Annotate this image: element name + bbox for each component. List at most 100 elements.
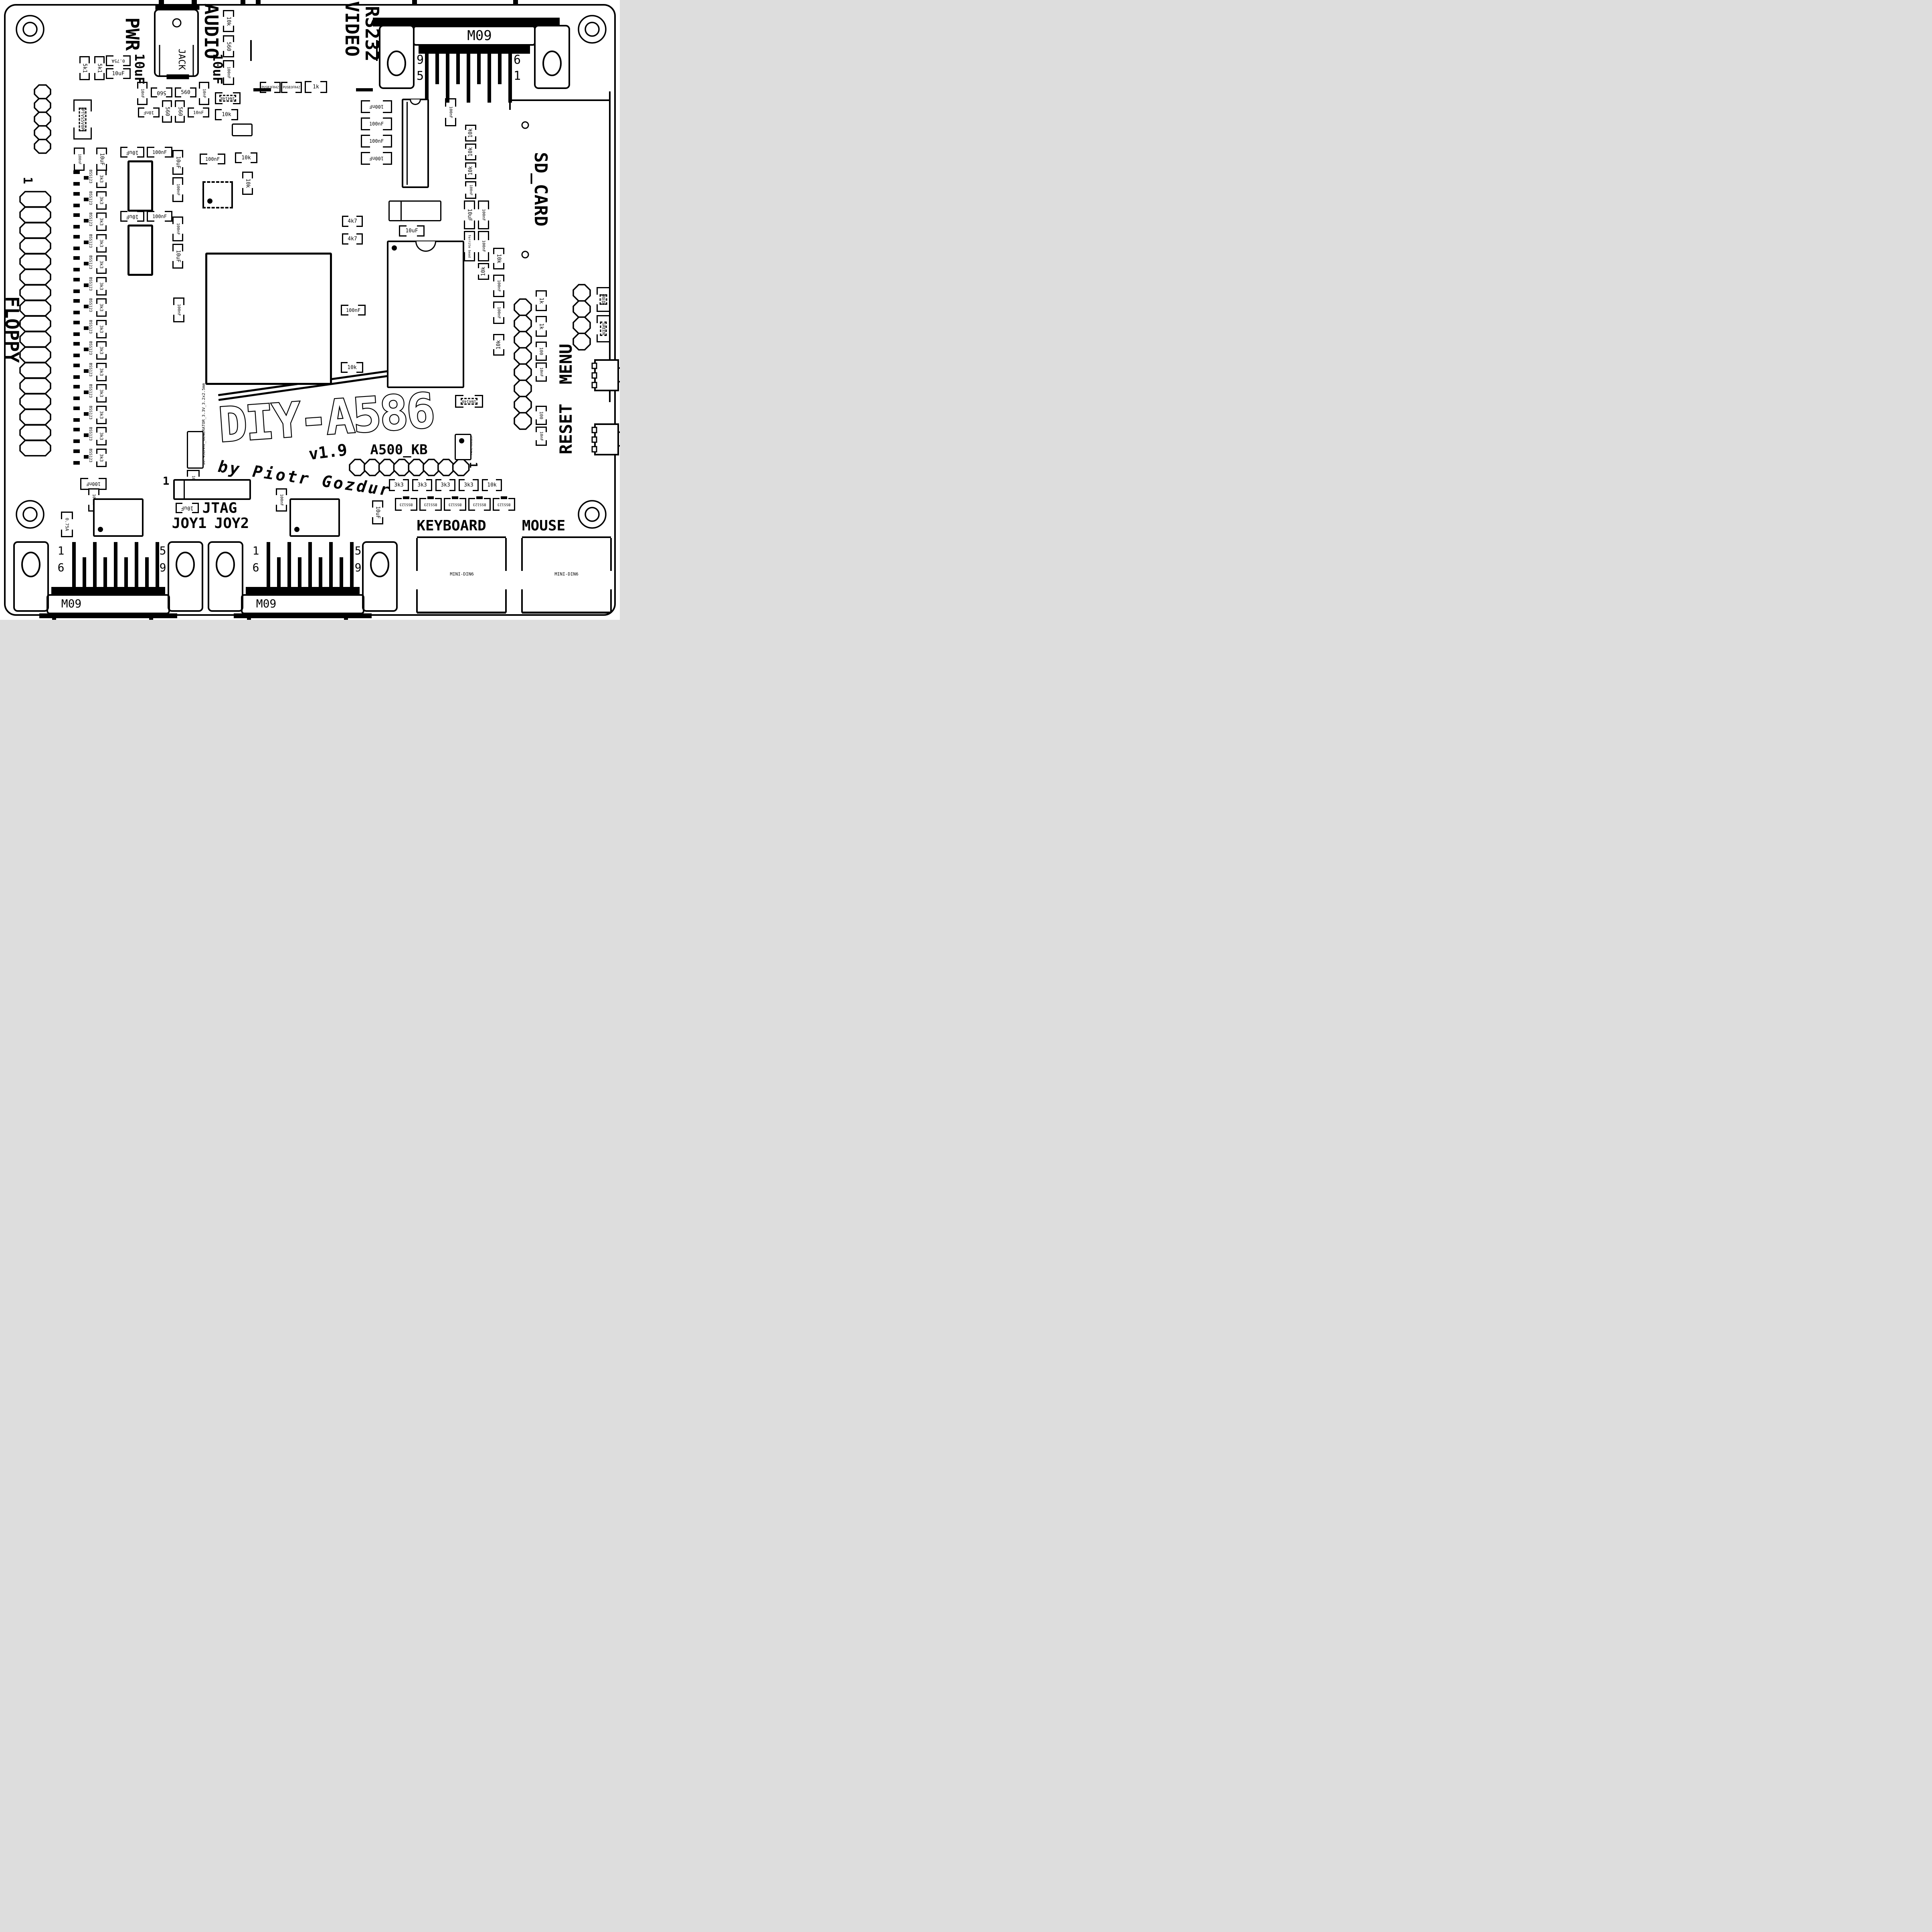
passive-100nf: 100nF	[172, 177, 183, 202]
passive-100nf: 100nF	[361, 100, 392, 113]
passive-100nf: 100nF	[361, 117, 392, 130]
passive-10uf: 10uF	[120, 147, 144, 158]
passive-10nf: 10nF	[138, 107, 160, 117]
chip-bc847	[232, 123, 253, 136]
passive-10k: 10k	[215, 109, 238, 120]
passive-560: 560	[151, 87, 172, 97]
passive-10uf: 10uF	[172, 150, 183, 175]
transistor-bss123: BSS123	[73, 319, 93, 338]
passive-10uf: 10uF	[399, 225, 425, 237]
passive-10nf: 10nF	[536, 362, 547, 382]
passive-10k: 10k	[235, 152, 257, 163]
pad-octagon	[19, 269, 51, 285]
pad-octagon	[378, 459, 396, 476]
menu-pads-left	[514, 298, 532, 430]
passive-560: 560	[175, 87, 196, 97]
passive-100: 100	[536, 342, 547, 361]
pad-octagon	[19, 222, 51, 239]
label-10uf: 10uF	[132, 53, 147, 85]
label-5: 5	[354, 544, 362, 557]
a500-kb-pads	[349, 459, 470, 476]
label-floppy: FLOPPY	[1, 296, 23, 363]
label-mouse: MOUSE	[522, 518, 566, 534]
keyboard-minidin-connector	[416, 536, 507, 614]
label-joy1: JOY1	[172, 515, 207, 532]
transistor-bss123: BSS123	[73, 362, 93, 380]
passive-10uf: 10uF	[464, 200, 475, 229]
passive-100nf: 100nF	[493, 301, 504, 324]
passive-10nf: 10nF	[199, 82, 209, 105]
label-1: 1	[20, 176, 34, 184]
pad-octagon	[408, 459, 425, 476]
pad-octagon	[19, 409, 51, 425]
pad-octagon	[393, 459, 411, 476]
passive-100nf: 100nF	[147, 147, 172, 158]
passive-3k3: 3k3	[96, 255, 107, 274]
label-5: 5	[159, 544, 166, 557]
passive-bss123: BSS123	[468, 496, 491, 511]
passive-pusb3fr4z: PUSB3FR4Z	[260, 82, 281, 93]
passive-10uf: 10uF	[372, 500, 383, 524]
passive-ptvs5v0p: PTVS5V0P	[73, 99, 92, 140]
passive-10k: 10k	[493, 334, 504, 356]
label-m09: M09	[256, 597, 277, 610]
pad-octagon	[19, 284, 51, 301]
passive-100nf: 100nF	[445, 98, 456, 126]
passive-10nf: 10nF	[536, 427, 547, 446]
label-mini-din6: MINI-DIN6	[450, 571, 474, 577]
pad-octagon	[514, 298, 532, 316]
passive-100nf: 100nF	[173, 297, 184, 322]
label-sd-card: SD_CARD	[530, 152, 551, 227]
passive-100nf: 100nF	[478, 200, 489, 229]
passive-100nf: 100nF	[147, 211, 172, 222]
passive-3k3: 3k3	[96, 405, 107, 424]
transistor-bss123: BSS123	[73, 255, 93, 273]
passive-0-75a: 0.75A	[106, 55, 131, 66]
pad-octagon	[34, 98, 51, 113]
label-keyboard: KEYBOARD	[417, 518, 486, 534]
passive-3k3: 3k3	[435, 479, 455, 491]
pad-octagon	[19, 440, 51, 457]
passive-100nf: 100nF	[223, 60, 234, 85]
label-reset: RESET	[556, 403, 576, 455]
pwr-jack-connector	[154, 4, 200, 79]
pad-octagon	[19, 377, 51, 394]
video-connector-marks	[250, 40, 378, 61]
passive-10nf: 10nF	[137, 82, 148, 105]
passive-10k: 10k	[242, 172, 253, 195]
pad-octagon	[19, 253, 51, 270]
passive-ferrite-bead: ferrite bead	[464, 231, 475, 261]
joy1-db9-connector	[13, 541, 203, 618]
board-artwork: DIY-A586	[4, 0, 620, 620]
label-5: 5	[416, 69, 424, 83]
label-a500-kb: A500_KB	[370, 442, 428, 458]
passive-3k3: 3k3	[96, 234, 107, 253]
label-1: 1	[57, 544, 65, 557]
label-m09: M09	[61, 597, 82, 610]
label-9: 9	[354, 561, 362, 574]
pad-octagon	[514, 331, 532, 349]
jtag-header	[173, 479, 251, 500]
passive-bss123: BSS123	[493, 496, 515, 511]
label-pwr: PWR	[121, 17, 143, 51]
passive-1n4148: 1N4148	[455, 395, 483, 408]
passive-560: 560	[223, 35, 234, 57]
transistor-bss123: BSS123	[73, 405, 93, 423]
passive-1n4148: 1N4148	[215, 92, 241, 104]
chip-sdram	[387, 241, 464, 388]
pad-octagon	[514, 347, 532, 365]
chip-74lvc245-2	[289, 498, 340, 537]
pad-octagon	[514, 363, 532, 381]
pad-octagon	[19, 346, 51, 363]
mouse-minidin-connector	[521, 536, 612, 614]
transistor-bss123: BSS123	[73, 169, 93, 187]
menu-pads-right	[573, 284, 591, 351]
label-rs232: RS232	[361, 6, 383, 62]
passive-1k: 1k	[536, 290, 547, 311]
passive-100nf: 100nF	[478, 231, 489, 261]
via-holes	[521, 121, 529, 259]
passive-100nf: 100nF	[172, 216, 183, 241]
passive-10k: 10k	[465, 125, 476, 142]
passive-100nf: 100nF	[80, 478, 107, 490]
